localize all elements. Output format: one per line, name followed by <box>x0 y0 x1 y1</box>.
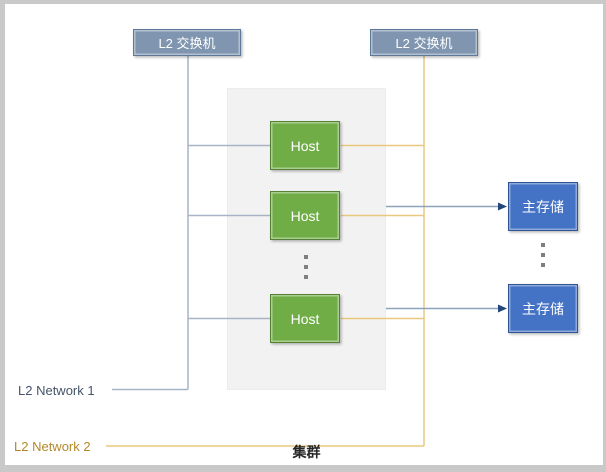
l2-network-1-label: L2 Network 1 <box>18 383 95 398</box>
frame-border-right <box>603 0 606 472</box>
l2-switch-1: L2 交换机 <box>133 29 241 56</box>
host-node-3: Host <box>270 294 340 343</box>
primary-storage-2-label: 主存储 <box>522 300 564 317</box>
host-1-label: Host <box>290 137 320 154</box>
hosts-vertical-ellipsis-icon <box>304 252 308 282</box>
l2-switch-2: L2 交换机 <box>370 29 478 56</box>
storage2-arrowhead-icon <box>498 304 507 313</box>
frame-border-left <box>0 0 5 472</box>
storage-vertical-ellipsis-icon <box>541 240 545 270</box>
host-2-label: Host <box>290 207 320 224</box>
frame-border-bottom <box>0 465 606 472</box>
storage-arrows <box>386 202 507 313</box>
l2-network-2-label: L2 Network 2 <box>14 439 91 454</box>
storage1-arrowhead-icon <box>498 202 507 211</box>
l2-switch-2-label: L2 交换机 <box>395 36 453 51</box>
primary-storage-2: 主存储 <box>508 284 578 333</box>
cluster-label: 集群 <box>292 444 321 460</box>
host-node-2: Host <box>270 191 340 240</box>
l2-switch-1-label: L2 交换机 <box>158 36 216 51</box>
primary-storage-1-label: 主存储 <box>522 198 564 215</box>
frame-border-top <box>0 0 606 4</box>
host-3-label: Host <box>290 310 320 327</box>
host-node-1: Host <box>270 121 340 170</box>
primary-storage-1: 主存储 <box>508 182 578 231</box>
